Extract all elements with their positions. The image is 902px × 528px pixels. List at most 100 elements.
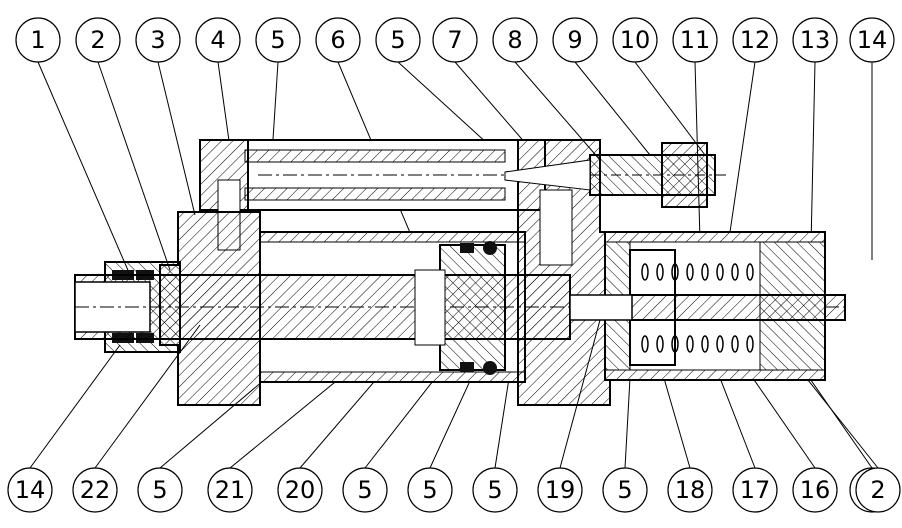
callout-number: 3 <box>150 26 165 54</box>
spring-coil <box>716 263 724 281</box>
callout-b5b: 5 <box>342 467 388 513</box>
callout-b19: 19 <box>537 467 583 513</box>
spring-coil <box>731 335 739 353</box>
leader-line <box>157 61 196 216</box>
callout-number: 5 <box>487 476 502 504</box>
callout-circle <box>667 467 713 513</box>
callout-number: 1 <box>30 26 45 54</box>
callout-circle <box>407 467 453 513</box>
spring-coil <box>671 263 679 281</box>
callout-number: 12 <box>740 26 771 54</box>
spring-coil <box>641 263 649 281</box>
leader-line <box>29 344 121 469</box>
leader-line <box>429 369 476 469</box>
callout-number: 7 <box>447 26 462 54</box>
callout-b20: 20 <box>277 467 323 513</box>
spring-coil <box>701 335 709 353</box>
callout-number: 2 <box>90 26 105 54</box>
callout-number: 5 <box>390 26 405 54</box>
leader-line <box>719 377 756 469</box>
callout-circle <box>342 467 388 513</box>
spring-coil <box>701 263 709 281</box>
callout-circle <box>7 467 53 513</box>
callout-circle <box>612 17 658 63</box>
callout-circle <box>855 467 901 513</box>
callout-t5a: 5 <box>255 17 301 63</box>
callout-b22: 22 <box>72 467 118 513</box>
callout-t9: 9 <box>552 17 598 63</box>
callout-number: 20 <box>285 476 316 504</box>
leader-line <box>494 371 511 469</box>
callout-circle <box>732 467 778 513</box>
callout-number: 9 <box>567 26 582 54</box>
callout-number: 5 <box>270 26 285 54</box>
callout-t11: 11 <box>672 17 718 63</box>
leader-line <box>574 61 651 156</box>
callout-number: 2 <box>870 476 885 504</box>
callout-t3: 3 <box>135 17 181 63</box>
callout-circle <box>672 17 718 63</box>
leader-line <box>634 61 706 156</box>
callout-b5c: 5 <box>407 467 453 513</box>
callout-number: 5 <box>617 476 632 504</box>
leader-line <box>364 371 441 469</box>
spring-coil <box>641 335 649 353</box>
callout-circle <box>432 17 478 63</box>
callout-number: 17 <box>740 476 771 504</box>
callout-number: 19 <box>545 476 576 504</box>
callout-t10: 10 <box>612 17 658 63</box>
callout-number: 4 <box>210 26 225 54</box>
callout-t12: 12 <box>732 17 778 63</box>
part-adjuster-screw <box>504 142 730 208</box>
callout-number: 5 <box>357 476 372 504</box>
callout-number: 18 <box>675 476 706 504</box>
callout-circle <box>15 17 61 63</box>
callout-circle <box>375 17 421 63</box>
callout-number: 21 <box>215 476 246 504</box>
callout-circle <box>792 17 838 63</box>
callout-t5b: 5 <box>375 17 421 63</box>
callout-b18: 18 <box>667 467 713 513</box>
callout-circle <box>537 467 583 513</box>
callout-number: 6 <box>330 26 345 54</box>
spring-coil <box>656 335 664 353</box>
callout-circle <box>137 467 183 513</box>
leader-line <box>37 61 131 276</box>
leader-line <box>799 369 879 469</box>
callout-b5e: 5 <box>602 467 648 513</box>
callout-number: 8 <box>507 26 522 54</box>
callout-b16: 16 <box>792 467 838 513</box>
callout-t6: 6 <box>315 17 361 63</box>
callout-circle <box>135 17 181 63</box>
callout-number: 11 <box>680 26 711 54</box>
callout-b5a: 5 <box>137 467 183 513</box>
spring-coil <box>671 335 679 353</box>
leader-line <box>217 61 231 149</box>
callout-b17: 17 <box>732 467 778 513</box>
leader-line <box>97 61 171 271</box>
callout-circle <box>315 17 361 63</box>
callout-b14: 14 <box>7 467 53 513</box>
callout-t2: 2 <box>75 17 121 63</box>
callout-circle <box>195 17 241 63</box>
callout-t1: 1 <box>15 17 61 63</box>
part-piston <box>414 241 506 375</box>
callout-number: 10 <box>620 26 651 54</box>
leader-line <box>624 377 631 469</box>
callout-circle <box>552 17 598 63</box>
callout-b5d: 5 <box>472 467 518 513</box>
callout-circle <box>75 17 121 63</box>
callout-t14: 14 <box>849 17 895 63</box>
spring-coil <box>731 263 739 281</box>
spring-coil <box>656 263 664 281</box>
spring-coil <box>686 335 694 353</box>
callout-b21: 21 <box>207 467 253 513</box>
callout-number: 16 <box>800 476 831 504</box>
callout-circle <box>792 467 838 513</box>
spring-coil <box>746 263 754 281</box>
leader-line <box>229 377 341 469</box>
callout-circle <box>602 467 648 513</box>
spring-coil <box>716 335 724 353</box>
